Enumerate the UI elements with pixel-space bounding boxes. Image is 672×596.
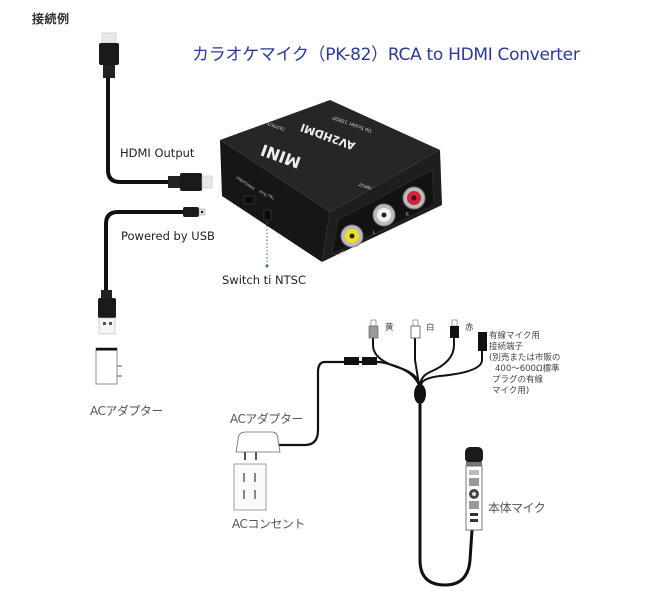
jack-label-r: R	[406, 212, 409, 217]
rca-plug-icon	[410, 319, 421, 339]
usb-plug-icon	[98, 290, 116, 335]
mic-label: 本体マイク	[488, 501, 546, 515]
switch-ntsc-text: NTSC	[258, 190, 268, 199]
rca-jack-left[interactable]	[372, 203, 396, 227]
section-label: 接続例	[32, 12, 70, 26]
note-line: (別売または市販の	[489, 353, 561, 363]
note-line: 接続端子	[489, 342, 524, 352]
mini-usb-plug-icon	[183, 207, 206, 217]
note-line: 有線マイク用	[489, 331, 540, 341]
diagram-title: カラオケマイク（PK-82）RCA to HDMI Converter	[192, 45, 580, 65]
converter-box-icon: MINI AV2HDMI Up Scaler 1080P OUTPUT INPU…	[220, 100, 442, 262]
ac-adapter-left-label: ACアダプター	[90, 404, 163, 418]
ac-outlet-icon	[233, 463, 267, 511]
ac-outlet-label: ACコンセント	[232, 517, 305, 531]
ac-adapter-icon	[235, 431, 281, 460]
rca-white-label: 白	[426, 323, 435, 333]
hdmi-plug-icon	[168, 173, 213, 191]
rca-plug-icon	[450, 319, 459, 338]
note-line: マイク用)	[492, 386, 530, 396]
input-text: INPUT	[358, 180, 373, 190]
note-line: 400～600Ω標準	[495, 364, 560, 374]
mic-jack-plug-icon	[478, 332, 487, 351]
jack-label-l: L	[373, 230, 376, 235]
microphone-icon	[465, 447, 483, 531]
inline-connector-icon	[344, 357, 377, 365]
rca-red-label: 赤	[465, 323, 474, 333]
mic-jack-note: 有線マイク用 接続端子 (別売または市販の 400～600Ω標準 プラグの有線 …	[489, 331, 560, 397]
usb-cable	[104, 210, 185, 290]
rca-yellow-label: 黄	[385, 323, 394, 333]
jack-label-cvbs: CVBS	[334, 249, 346, 259]
hdmi-plug-icon	[99, 32, 119, 78]
usb-power-port	[243, 195, 255, 205]
rca-jack-cvbs[interactable]	[340, 224, 364, 248]
ac-adapter-right-label: ACアダプター	[230, 412, 303, 426]
output-text: OUTPUT	[266, 120, 286, 132]
mic-cable-harness	[271, 337, 483, 587]
powered-by-usb-label: Powered by USB	[121, 229, 215, 243]
note-line: プラグの有線	[492, 375, 544, 385]
switch-pal-text: PAL	[267, 194, 274, 201]
hdmi-output-label: HDMI Output	[120, 146, 195, 160]
ntsc-pal-switch[interactable]	[263, 209, 272, 221]
switch-ntsc-label: Switch ti NTSC	[222, 273, 306, 287]
hdmi-cable	[106, 78, 178, 184]
rca-plug-icon	[368, 319, 379, 339]
rca-jack-right[interactable]	[402, 186, 426, 210]
ac-adapter-icon	[95, 347, 122, 385]
